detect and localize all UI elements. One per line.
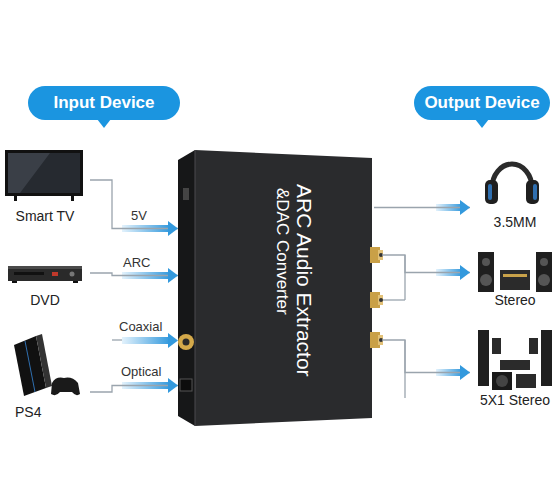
dvd-illustration [8, 266, 82, 283]
pill-pointer [97, 119, 111, 128]
input-device: DVD [0, 258, 90, 308]
output-device: Stereo [470, 250, 560, 308]
device-label: DVD [0, 292, 90, 308]
tv-illustration [5, 150, 83, 201]
converter-device: ARC Audio Extractor&DAC Converter [178, 150, 374, 426]
heading-text: Output Device [424, 93, 539, 113]
signal-connector [90, 180, 178, 229]
surround-illustration [478, 330, 552, 390]
signal-connector [382, 255, 470, 273]
arrow-head [168, 333, 178, 348]
pill-pointer [475, 119, 489, 128]
input-device: Smart TV [0, 146, 90, 224]
device-label: 5X1 Stereo [470, 392, 560, 408]
device-label: 3.5MM [470, 214, 560, 230]
stereo-illustration [478, 252, 552, 292]
device-label: Smart TV [0, 208, 90, 224]
heading-pill: Output Device [414, 86, 550, 120]
signal-label: Coaxial [119, 319, 162, 334]
device-label: PS4 [0, 404, 90, 420]
output-device: 3.5MM [470, 156, 560, 230]
input-device: PS4 [0, 330, 90, 420]
signal-label: 5V [131, 208, 147, 223]
signal-connector [90, 386, 178, 393]
headphones-illustration [485, 164, 539, 204]
ps4-illustration [14, 334, 80, 396]
heading-pill: Input Device [28, 86, 180, 120]
device-subtitle: &DAC Converter [272, 188, 292, 377]
signal-connector [90, 273, 178, 276]
signal-connector [382, 340, 470, 373]
signal-connector [374, 207, 470, 208]
device-label: Stereo [470, 292, 560, 308]
output-device: 5X1 Stereo [470, 326, 560, 408]
signal-label: Optical [121, 364, 161, 379]
heading-text: Input Device [53, 93, 154, 113]
signal-label: ARC [123, 255, 150, 270]
device-title: ARC Audio Extractor [292, 184, 316, 377]
